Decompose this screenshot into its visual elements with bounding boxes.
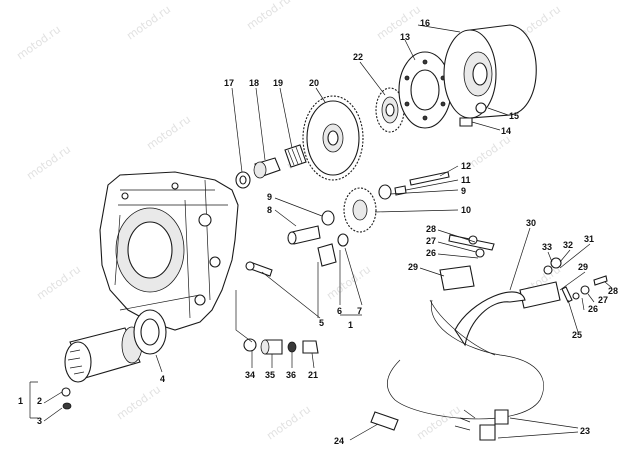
callout-34: 34	[245, 370, 255, 380]
callout-24: 24	[334, 436, 344, 446]
callout-18: 18	[249, 78, 259, 88]
shaft	[245, 261, 273, 277]
pickup-coils	[439, 234, 608, 309]
callout-16: 16	[420, 18, 430, 28]
watermark-text: motod.ru	[324, 263, 373, 303]
callout-14: 14	[501, 126, 511, 136]
callout-36: 36	[286, 370, 296, 380]
callout-13: 13	[400, 32, 410, 42]
watermark-text: motod.ru	[244, 0, 293, 32]
callout-5: 5	[319, 318, 324, 328]
plug-and-washers	[243, 338, 319, 355]
callout-23: 23	[580, 426, 590, 436]
callout-29b: 29	[578, 262, 588, 272]
callout-22: 22	[353, 52, 363, 62]
freewheel-ring	[398, 51, 452, 129]
starter-motor	[61, 326, 143, 410]
callout-10: 10	[461, 205, 471, 215]
callout-4: 4	[160, 374, 165, 384]
callout-6: 6	[337, 306, 342, 316]
callout-19: 19	[273, 78, 283, 88]
callout-labels: 16 13 22 15 14 17 18 19 20 12 11 9 10 9 …	[18, 18, 618, 446]
watermark-text: motod.ru	[464, 133, 513, 173]
callout-20: 20	[309, 78, 319, 88]
stator-plate	[454, 291, 526, 347]
watermark-text: motod.ru	[14, 23, 63, 63]
bolts-14-15	[459, 102, 487, 127]
callout-29: 29	[408, 262, 418, 272]
callout-21: 21	[308, 370, 318, 380]
wiring-harness	[370, 299, 544, 441]
idler-shaft	[287, 225, 349, 267]
watermark-text: motod.ru	[414, 403, 463, 443]
callout-25: 25	[572, 330, 582, 340]
flywheel-rotor	[443, 24, 537, 119]
callout-3: 3	[37, 416, 42, 426]
watermark-text: motod.ru	[114, 383, 163, 423]
callout-15: 15	[509, 111, 519, 121]
watermark-text: motod.ru	[144, 113, 193, 153]
starter-reduction-gear	[321, 171, 450, 233]
watermark-text: motod.ru	[124, 3, 173, 43]
watermark-text: motod.ru	[24, 143, 73, 183]
callout-9: 9	[461, 186, 466, 196]
callout-26b: 26	[588, 304, 598, 314]
leader-lines	[29, 24, 613, 441]
spacer-parts	[235, 144, 307, 189]
flange-seal	[133, 309, 167, 355]
callout-8: 8	[267, 205, 272, 215]
callout-31: 31	[584, 234, 594, 244]
callout-27b: 27	[598, 295, 608, 305]
callout-2: 2	[37, 396, 42, 406]
freewheel-gear	[375, 87, 405, 133]
engine-crankcase	[99, 171, 239, 331]
callout-12: 12	[461, 161, 471, 171]
callout-27: 27	[426, 236, 436, 246]
callout-1: 1	[18, 396, 23, 406]
callout-32: 32	[563, 240, 573, 250]
callout-17: 17	[224, 78, 234, 88]
callout-11: 11	[461, 175, 471, 185]
callout-26: 26	[426, 248, 436, 258]
callout-30: 30	[526, 218, 536, 228]
callout-1b: 1	[348, 320, 353, 330]
callout-9b: 9	[267, 192, 272, 202]
watermark-text: motod.ru	[374, 3, 423, 43]
watermark-text: motod.ru	[264, 403, 313, 443]
callout-28b: 28	[608, 286, 618, 296]
callout-28: 28	[426, 224, 436, 234]
callout-7: 7	[357, 306, 362, 316]
intermediate-gear	[302, 95, 364, 181]
callout-33: 33	[542, 242, 552, 252]
watermark-text: motod.ru	[34, 263, 83, 303]
callout-35: 35	[265, 370, 275, 380]
